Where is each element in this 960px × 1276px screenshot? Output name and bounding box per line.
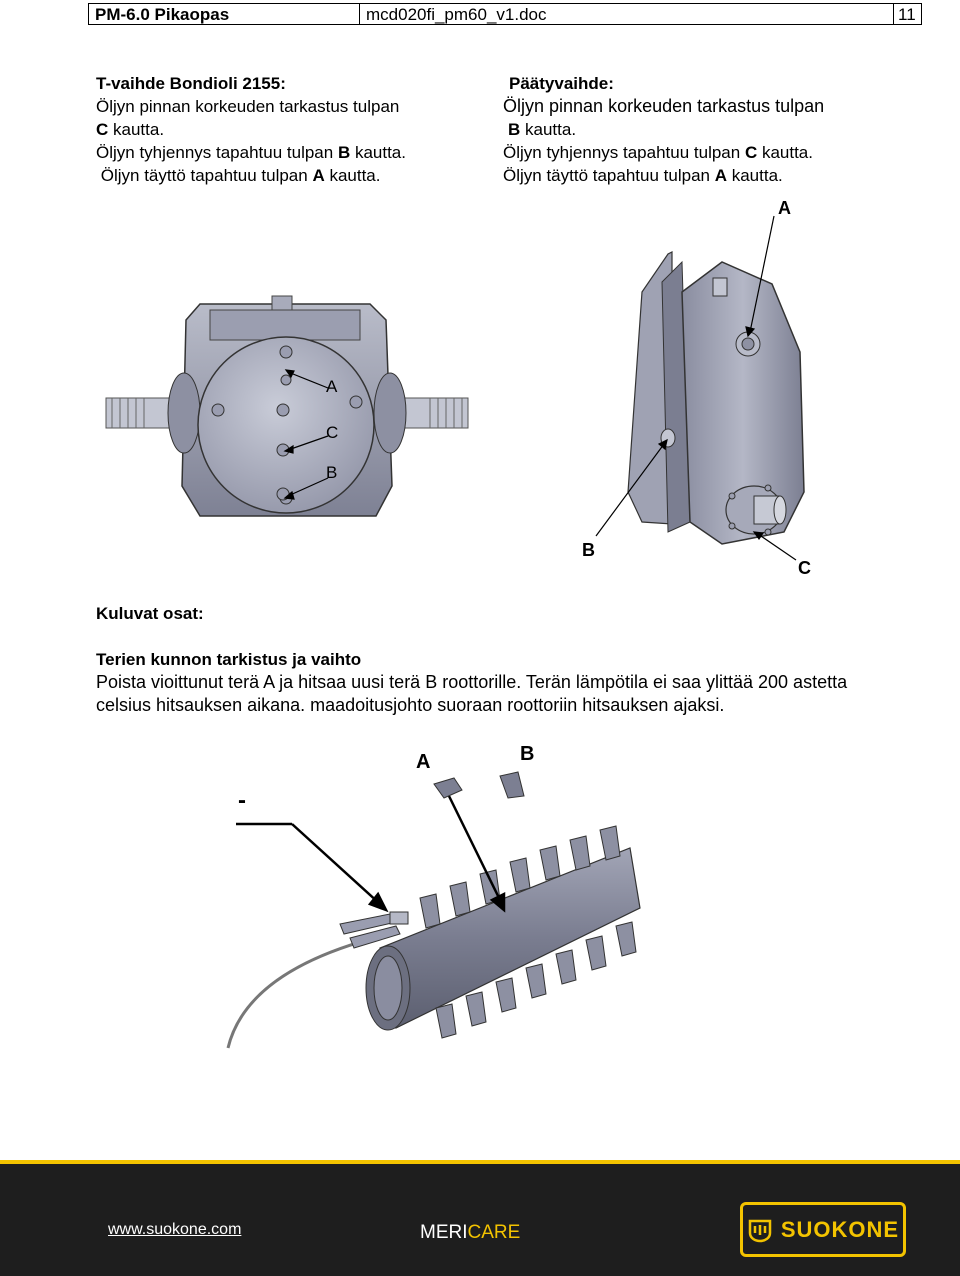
blade-check-text-2: celsius hitsauksen aikana. maadoitusjoht… xyxy=(96,695,725,715)
tgear-line-1: Öljyn pinnan korkeuden tarkastus tulpan xyxy=(96,97,400,116)
mericare-brand: MERICARE xyxy=(420,1222,521,1243)
tgearbox-illustration: A C B xyxy=(105,295,469,517)
tgear-label-c: C xyxy=(326,423,338,442)
suokone-logo-text: SUOKONE xyxy=(780,1216,900,1242)
tgear-label-b: B xyxy=(326,463,337,482)
tgear-line-2: C kautta. xyxy=(96,120,165,139)
endgear-label-c: C xyxy=(798,558,811,578)
tgear-label-a: A xyxy=(326,377,338,396)
tgear-line-4: Öljyn täyttö tapahtuu tulpan A kautta. xyxy=(100,166,381,185)
endgear-label-a: A xyxy=(778,198,791,218)
rotor-label-minus: - xyxy=(238,787,246,814)
blade-check-text-1: Poista vioittunut terä A ja hitsaa uusi … xyxy=(96,672,848,692)
rotor-blade-illustration: - A B xyxy=(226,743,641,1049)
rotor-label-b: B xyxy=(520,743,534,765)
wear-parts-heading: Kuluvat osat: xyxy=(96,604,204,623)
page-header: PM-6.0 Pikaopas mcd020fi_pm60_v1.doc 11 xyxy=(88,3,922,25)
endgear-heading: Päätyvaihde: xyxy=(509,74,614,93)
tgear-instructions: T-vaihde Bondioli 2155: Öljyn pinnan kor… xyxy=(96,72,406,187)
endgearbox-illustration: A B C xyxy=(582,198,811,578)
endgear-line-2: B kautta. xyxy=(508,120,577,139)
endgear-label-b: B xyxy=(582,540,595,560)
header-title: PM-6.0 Pikaopas xyxy=(89,4,360,24)
endgear-instructions: Päätyvaihde: Öljyn pinnan korkeuden tark… xyxy=(503,72,824,187)
website-link[interactable]: www.suokone.com xyxy=(108,1221,242,1238)
endgear-line-3: Öljyn tyhjennys tapahtuu tulpan C kautta… xyxy=(503,143,813,162)
endgear-line-1: Öljyn pinnan korkeuden tarkastus tulpan xyxy=(503,96,825,116)
footer-accent-stripe xyxy=(0,1160,960,1164)
endgear-line-4: Öljyn täyttö tapahtuu tulpan A kautta. xyxy=(503,166,783,185)
header-filename: mcd020fi_pm60_v1.doc xyxy=(360,4,894,24)
blade-check-heading: Terien kunnon tarkistus ja vaihto xyxy=(96,650,362,669)
tgear-heading: T-vaihde Bondioli 2155: xyxy=(96,74,286,93)
suokone-logo: SUOKONE xyxy=(740,1202,906,1257)
rotor-label-a: A xyxy=(416,751,430,773)
wear-parts-section: Kuluvat osat: Terien kunnon tarkistus ja… xyxy=(96,602,847,717)
tgear-line-3: Öljyn tyhjennys tapahtuu tulpan B kautta… xyxy=(96,143,406,162)
suokone-emblem-icon xyxy=(748,1219,772,1242)
page-footer: www.suokone.com MERICARE SUOKONE xyxy=(0,1160,960,1276)
header-page-number: 11 xyxy=(898,5,916,24)
